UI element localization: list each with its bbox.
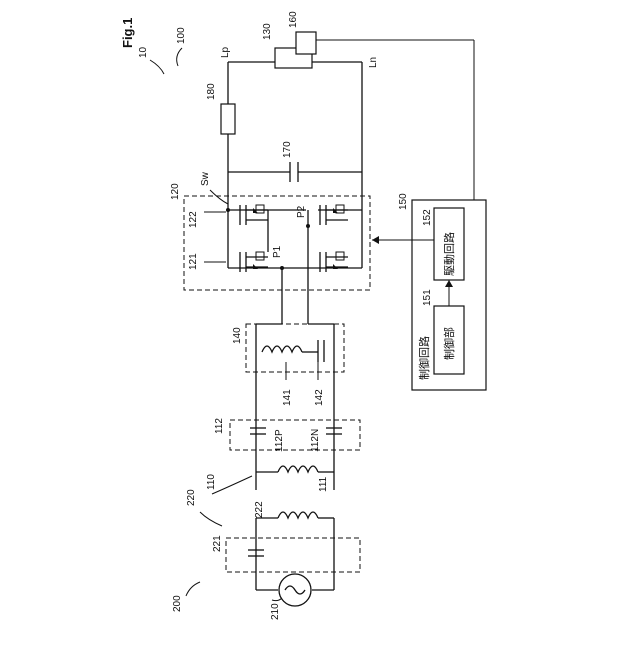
ref-controller: 150 <box>398 193 409 210</box>
inductor-141 <box>262 346 302 352</box>
leader-210 <box>272 598 282 601</box>
leader-source <box>186 582 200 596</box>
ref-block110: 110 <box>206 474 217 490</box>
ref-ind222: 222 <box>254 501 265 518</box>
ref-driver: 152 <box>422 209 433 226</box>
node-p1-dot <box>280 266 284 270</box>
block-112 <box>230 420 360 450</box>
ref-leg122: 122 <box>188 211 199 228</box>
label-lp: Lp <box>220 46 231 58</box>
control-label: 制御部 <box>442 327 456 360</box>
node-p2-dot <box>306 224 310 228</box>
ref-resistor: 180 <box>206 83 217 100</box>
ref-battery: 130 <box>262 23 273 40</box>
inductor-222 <box>278 512 318 518</box>
resistor-180 <box>221 104 235 134</box>
ref-device: 100 <box>176 27 187 44</box>
leader-220 <box>200 512 222 526</box>
figure-title: Fig.1 <box>120 18 135 48</box>
leader-110 <box>212 476 252 494</box>
label-p2: P2 <box>296 205 307 218</box>
inductor-111 <box>278 466 318 472</box>
ref-sensor: 160 <box>288 11 299 28</box>
ref-block221: 221 <box>212 535 223 552</box>
resonant-140 <box>246 324 344 372</box>
node-sw-dot <box>226 208 230 212</box>
ref-cap170: 170 <box>282 141 293 158</box>
label-p1: P1 <box>272 245 283 258</box>
ref-bridge: 120 <box>170 183 181 200</box>
label-ln: Ln <box>368 57 379 68</box>
ref-leg121: 121 <box>188 253 199 270</box>
ref-block112: 112 <box>214 418 225 434</box>
ref-cap112n: 112N <box>310 429 321 452</box>
ref-source-side: 200 <box>172 595 183 612</box>
ref-cap112p: 112P <box>274 429 285 452</box>
leader-sw <box>210 190 228 204</box>
ref-ac-source: 210 <box>270 603 281 620</box>
ref-block220: 220 <box>186 489 197 506</box>
ac-sine-icon <box>285 586 305 594</box>
ref-ind111: 111 <box>318 476 329 492</box>
ref-res-inductor: 141 <box>282 389 293 406</box>
ref-res-capacitor: 142 <box>314 389 325 406</box>
ref-control: 151 <box>422 289 433 306</box>
driver-label: 駆動回路 <box>442 232 456 276</box>
gate-signal-arrow <box>372 236 379 244</box>
ref-system: 10 <box>138 46 149 58</box>
switch-upper-right <box>320 205 348 225</box>
switch-lower-left <box>240 252 268 272</box>
controller-label: 制御回路 <box>417 336 431 380</box>
ref-switch: Sw <box>200 171 211 186</box>
ref-resonant: 140 <box>232 327 243 344</box>
block-221 <box>226 538 360 572</box>
leader-system <box>150 60 164 74</box>
leader-device <box>177 48 182 66</box>
sensor-160 <box>296 32 316 54</box>
switch-lower-right <box>320 252 348 272</box>
